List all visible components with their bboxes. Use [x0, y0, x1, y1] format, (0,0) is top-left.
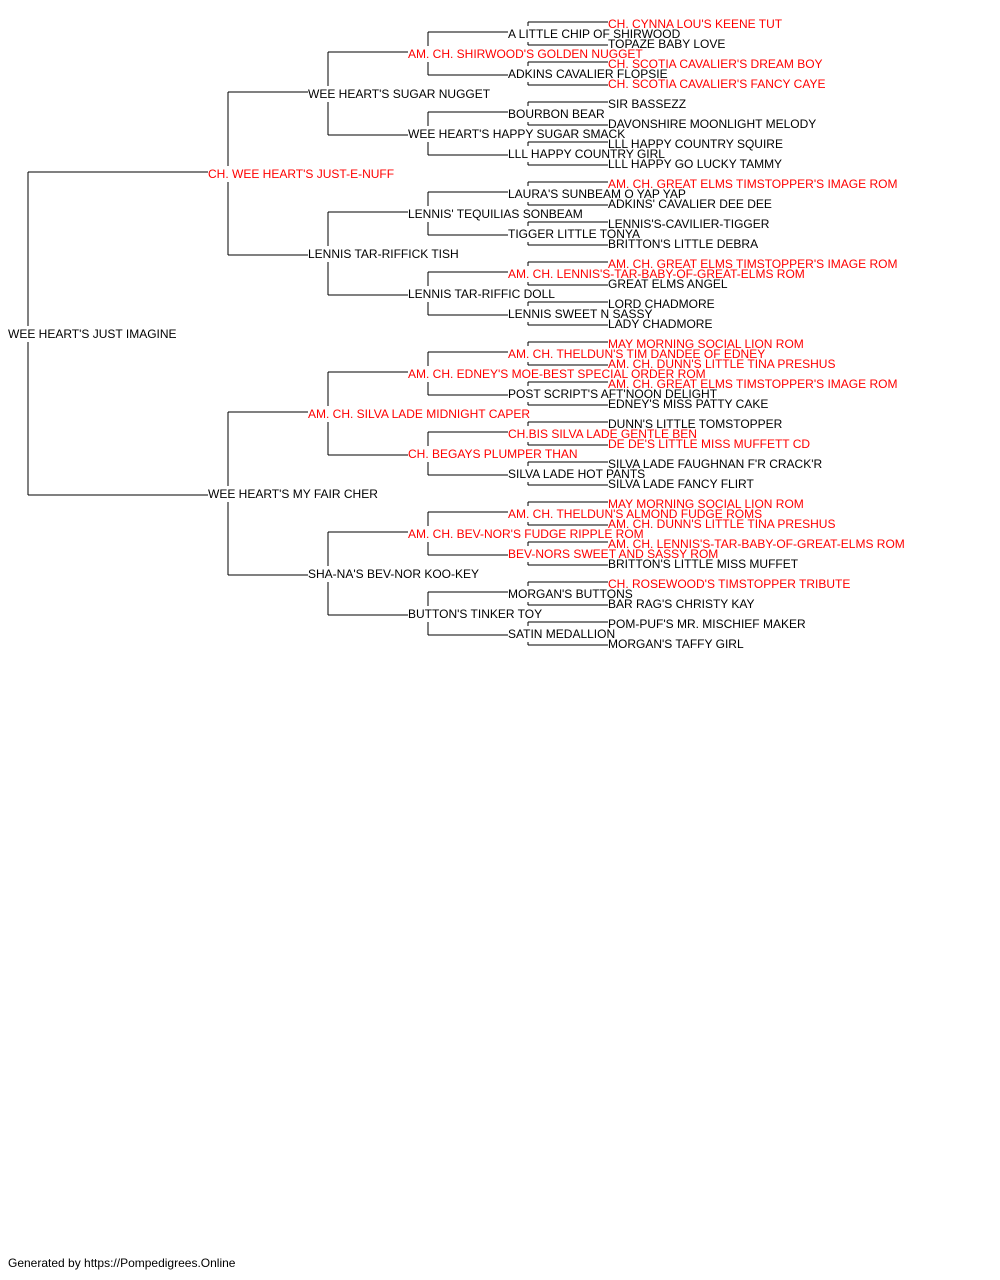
ancestor-name: POM-PUF'S MR. MISCHIEF MAKER [608, 617, 806, 631]
ancestor-name: AM. CH. THELDUN'S ALMOND FUDGE ROMS [508, 507, 762, 521]
ancestor-name: WEE HEART'S MY FAIR CHER [208, 487, 378, 501]
ancestor-name: ADKINS CAVALIER FLOPSIE [508, 67, 668, 81]
ancestor-name: AM. CH. DUNN'S LITTLE TINA PRESHUS [608, 357, 835, 371]
ancestor-name: CH. WEE HEART'S JUST-E-NUFF [208, 167, 394, 181]
ancestor-name: LLL HAPPY GO LUCKY TAMMY [608, 157, 782, 171]
ancestor-name: AM. CH. THELDUN'S TIM DANDEE OF EDNEY [508, 347, 765, 361]
ancestor-name: MORGAN'S BUTTONS [508, 587, 633, 601]
ancestor-name: LORD CHADMORE [608, 297, 715, 311]
ancestor-name: LADY CHADMORE [608, 317, 712, 331]
ancestor-name: MAY MORNING SOCIAL LION ROM [608, 497, 804, 511]
ancestor-name: SILVA LADE HOT PANTS [508, 467, 645, 481]
ancestor-name: MORGAN'S TAFFY GIRL [608, 637, 744, 651]
ancestor-name: AM. CH. GREAT ELMS TIMSTOPPER'S IMAGE RO… [608, 177, 897, 191]
ancestor-name: TIGGER LITTLE TONYA [508, 227, 640, 241]
ancestor-name: DE DE'S LITTLE MISS MUFFETT CD [608, 437, 810, 451]
ancestor-name: LENNIS SWEET N SASSY [508, 307, 653, 321]
ancestor-name: LLL HAPPY COUNTRY SQUIRE [608, 137, 783, 151]
ancestor-name: AM. CH. LENNIS'S-TAR-BABY-OF-GREAT-ELMS … [608, 537, 905, 551]
ancestor-name: BUTTON'S TINKER TOY [408, 607, 542, 621]
ancestor-name: AM. CH. LENNIS'S-TAR-BABY-OF-GREAT-ELMS … [508, 267, 805, 281]
ancestor-name: DAVONSHIRE MOONLIGHT MELODY [608, 117, 816, 131]
ancestor-name: CH. SCOTIA CAVALIER'S DREAM BOY [608, 57, 823, 71]
ancestor-name: EDNEY'S MISS PATTY CAKE [608, 397, 768, 411]
ancestor-name: LENNIS'S-CAVILIER-TIGGER [608, 217, 770, 231]
ancestor-name: AM. CH. GREAT ELMS TIMSTOPPER'S IMAGE RO… [608, 377, 897, 391]
ancestor-name: AM. CH. EDNEY'S MOE-BEST SPECIAL ORDER R… [408, 367, 706, 381]
ancestor-name: SHA-NA'S BEV-NOR KOO-KEY [308, 567, 479, 581]
ancestor-name: LENNIS TAR-RIFFICK TISH [308, 247, 459, 261]
ancestor-name: AM. CH. SILVA LADE MIDNIGHT CAPER [308, 407, 530, 421]
ancestor-name: CH. CYNNA LOU'S KEENE TUT [608, 17, 783, 31]
ancestor-name: BOURBON BEAR [508, 107, 605, 121]
ancestor-name: CH. ROSEWOOD'S TIMSTOPPER TRIBUTE [608, 577, 850, 591]
ancestor-name: GREAT ELMS ANGEL [608, 277, 728, 291]
ancestor-name: CH. SCOTIA CAVALIER'S FANCY CAYE [608, 77, 825, 91]
subject-dog-name: WEE HEART'S JUST IMAGINE [8, 327, 177, 341]
ancestor-name: WEE HEART'S SUGAR NUGGET [308, 87, 491, 101]
footer-credit: Generated by https://Pompedigrees.Online [8, 1256, 236, 1270]
ancestor-name: BAR RAG'S CHRISTY KAY [608, 597, 755, 611]
ancestor-name: MAY MORNING SOCIAL LION ROM [608, 337, 804, 351]
ancestor-name: AM. CH. SHIRWOOD'S GOLDEN NUGGET [408, 47, 643, 61]
ancestor-name: LLL HAPPY COUNTRY GIRL [508, 147, 665, 161]
ancestor-name: CH.BIS SILVA LADE GENTLE BEN [508, 427, 697, 441]
ancestor-name: SILVA LADE FAUGHNAN F'R CRACK'R [608, 457, 823, 471]
ancestor-name: SILVA LADE FANCY FLIRT [608, 477, 755, 491]
ancestor-name: LENNIS TAR-RIFFIC DOLL [408, 287, 555, 301]
ancestor-name: DUNN'S LITTLE TOMSTOPPER [608, 417, 783, 431]
ancestor-name: BEV-NORS SWEET AND SASSY ROM [508, 547, 718, 561]
ancestor-name: WEE HEART'S HAPPY SUGAR SMACK [408, 127, 625, 141]
ancestor-name: CH. BEGAYS PLUMPER THAN [408, 447, 578, 461]
ancestor-name: SIR BASSEZZ [608, 97, 686, 111]
ancestor-name: SATIN MEDALLION [508, 627, 615, 641]
ancestor-name: BRITTON'S LITTLE DEBRA [608, 237, 758, 251]
ancestor-name: POST SCRIPT'S AFT'NOON DELIGHT [508, 387, 718, 401]
ancestor-name: AM. CH. BEV-NOR'S FUDGE RIPPLE ROM [408, 527, 644, 541]
ancestor-name: ADKINS' CAVALIER DEE DEE [608, 197, 772, 211]
ancestor-name: AM. CH. GREAT ELMS TIMSTOPPER'S IMAGE RO… [608, 257, 897, 271]
ancestor-name: LENNIS' TEQUILIAS SONBEAM [408, 207, 583, 221]
ancestor-name: A LITTLE CHIP OF SHIRWOOD [508, 27, 681, 41]
ancestor-name: LAURA'S SUNBEAM O YAP YAP [508, 187, 686, 201]
ancestor-name: TOPAZE BABY LOVE [608, 37, 725, 51]
ancestor-name: AM. CH. DUNN'S LITTLE TINA PRESHUS [608, 517, 835, 531]
ancestor-name: BRITTON'S LITTLE MISS MUFFET [608, 557, 799, 571]
